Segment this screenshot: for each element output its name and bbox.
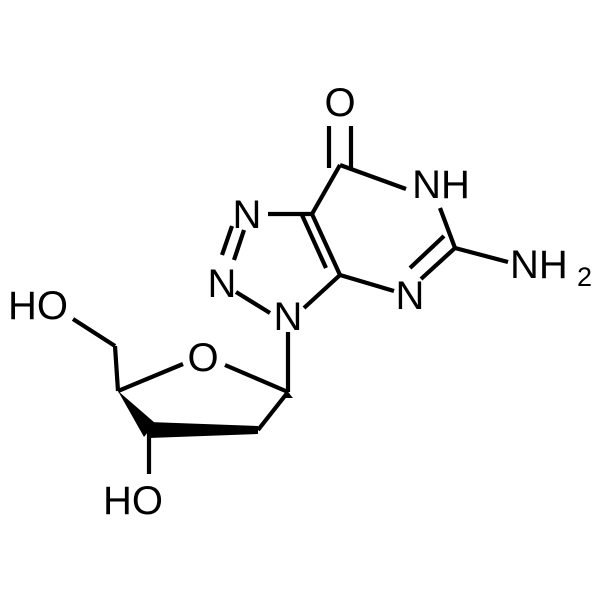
bond-n-c3a — [339, 272, 395, 294]
bond-n1-c3a — [302, 273, 342, 310]
atom-nh2-n: NH — [510, 243, 568, 287]
bond-c7-nh — [339, 163, 407, 191]
bond-c1prime-c2prime — [256, 390, 290, 432]
atom-ho-3prime: HO — [103, 479, 163, 523]
bond-c5-n-double-a — [419, 246, 457, 281]
bond-c3a-c7a-b — [300, 214, 328, 269]
bond-n3-n2-b — [220, 225, 234, 256]
bond-c4prime-c5prime — [112, 345, 121, 392]
bonds — [71, 126, 509, 474]
bond-n2-n1 — [234, 290, 272, 315]
atom-triazole-n1: N — [274, 295, 303, 339]
atom-triazole-n3: N — [233, 193, 262, 237]
bond-c3a-c7a-a — [310, 213, 342, 276]
bond-n3-n2-a — [232, 229, 246, 261]
atom-nh2-subscript: 2 — [577, 262, 592, 292]
atom-triazole-n2: N — [208, 262, 237, 306]
bond-c7a-c7 — [310, 163, 342, 216]
bond-nh-c5 — [438, 207, 457, 249]
atom-labels: O NH NH 2 N N N N O HO HO — [8, 81, 592, 523]
atom-pyrimidine-n: N — [396, 274, 425, 318]
wedges — [118, 391, 293, 438]
bond-ring-o-c4prime — [117, 362, 184, 393]
atom-carbonyl-o: O — [324, 81, 355, 125]
atom-ho-5prime: HO — [8, 284, 68, 328]
bond-c1prime-ring-o — [224, 363, 289, 394]
wedge-c4prime-c3prime — [118, 391, 155, 437]
atom-ring-o: O — [187, 336, 218, 380]
wedge-c3prime-c2prime — [149, 422, 258, 438]
atom-nh: NH — [412, 163, 470, 207]
bond-c5prime-o — [71, 317, 117, 348]
bond-c5-n-double-b — [408, 234, 446, 270]
wedge-c1prime-hash — [283, 392, 293, 398]
bond-c5-nh2 — [454, 245, 509, 265]
